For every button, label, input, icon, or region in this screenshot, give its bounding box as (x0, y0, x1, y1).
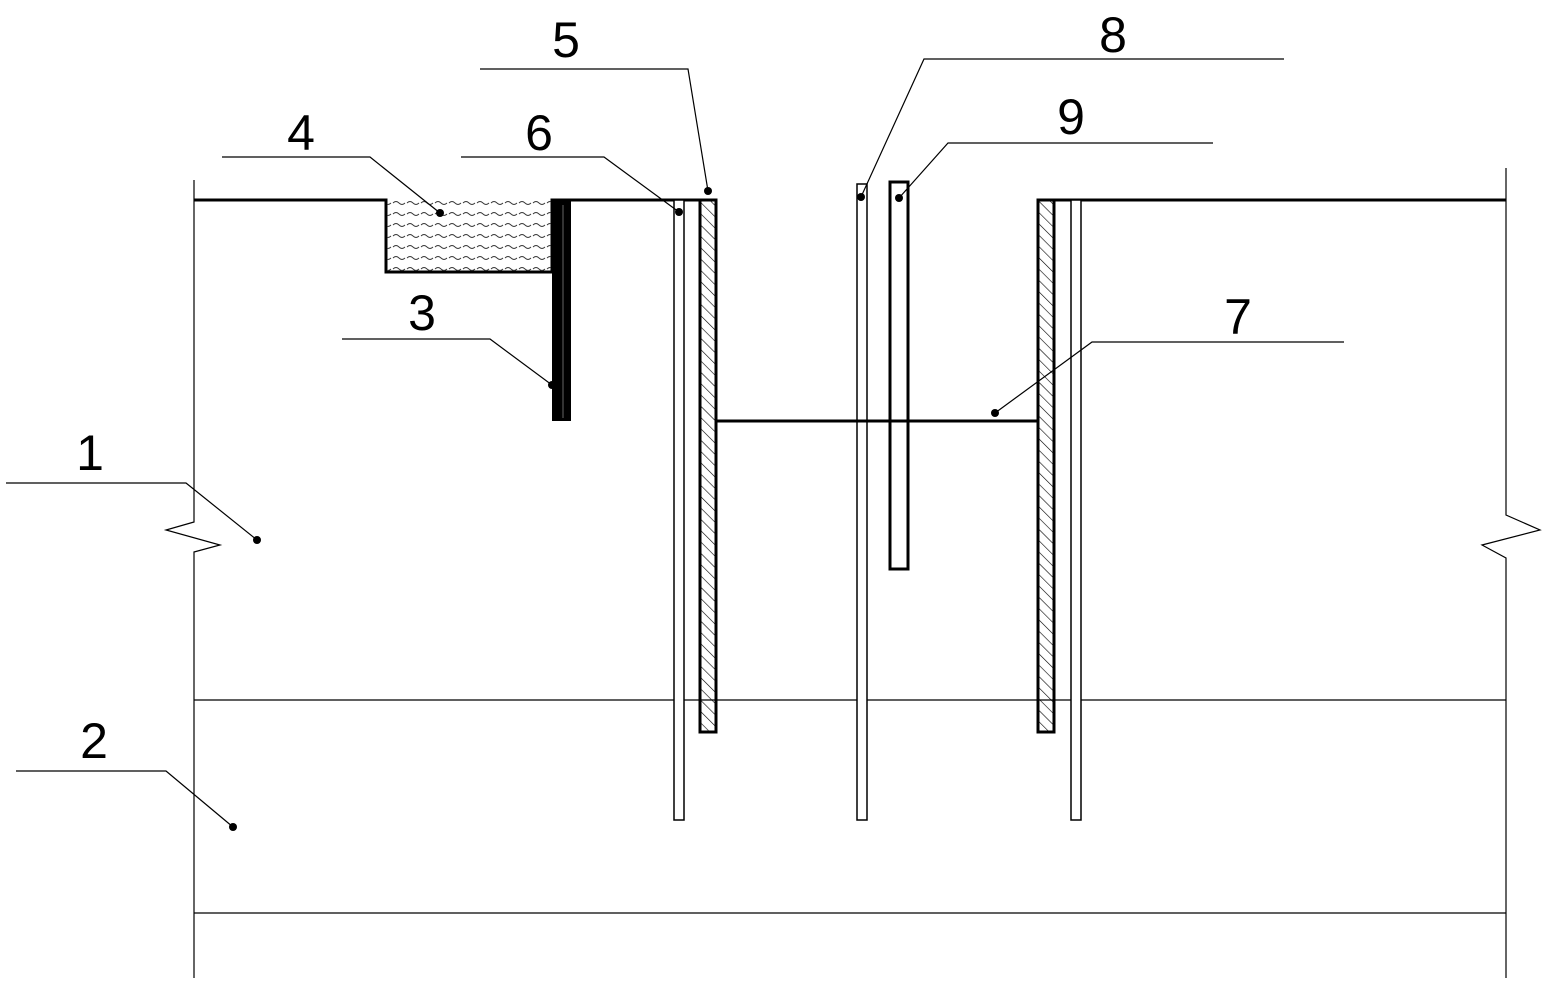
callout-4: 4 (287, 105, 315, 161)
callout-9: 9 (1057, 89, 1085, 145)
callout-6: 6 (525, 105, 553, 161)
left-break-line (166, 180, 220, 978)
leader-dots (229, 187, 999, 831)
dot-6 (675, 208, 683, 216)
leader-3 (342, 339, 552, 385)
leader-5 (480, 69, 708, 191)
leader-2 (16, 771, 233, 827)
callout-5: 5 (552, 12, 580, 68)
dot-5 (704, 187, 712, 195)
callout-7: 7 (1224, 289, 1252, 345)
dot-7 (991, 409, 999, 417)
callout-3: 3 (408, 285, 436, 341)
soil-frame (166, 168, 1540, 978)
pile-center (857, 184, 867, 820)
callout-1: 1 (76, 425, 104, 481)
dot-8 (857, 193, 865, 201)
column-element (890, 182, 908, 569)
pile-right (1071, 200, 1081, 820)
dot-9 (895, 194, 903, 202)
dot-3 (548, 381, 556, 389)
trench-fill (387, 201, 551, 271)
callout-2: 2 (80, 713, 108, 769)
barrier-wall (552, 200, 571, 421)
retaining-wall-left (700, 200, 716, 732)
right-break-line (1482, 168, 1540, 978)
dot-2 (229, 823, 237, 831)
dot-4 (436, 209, 444, 217)
dot-1 (253, 536, 261, 544)
leader-1 (6, 483, 257, 540)
leader-9 (899, 143, 1213, 198)
retaining-wall-right (1038, 200, 1054, 732)
pile-left (674, 200, 684, 820)
callout-8: 8 (1099, 7, 1127, 63)
